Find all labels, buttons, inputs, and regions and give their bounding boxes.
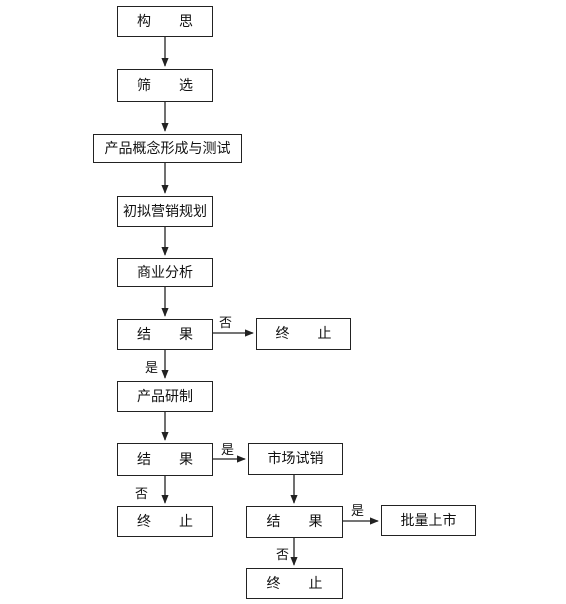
node-result-1: 结 果 [117, 319, 213, 350]
node-stop-3: 终 止 [246, 568, 343, 599]
node-screen: 筛 选 [117, 69, 213, 102]
node-launch: 批量上市 [381, 505, 476, 536]
node-development: 产品研制 [117, 381, 213, 412]
node-marketing-plan: 初拟营销规划 [117, 196, 213, 227]
node-stop-1: 终 止 [256, 318, 351, 350]
edge-label-no-3: 否 [276, 548, 290, 563]
node-business-analysis: 商业分析 [117, 258, 213, 287]
node-result-3: 结 果 [246, 506, 343, 538]
edge-label-yes-3: 是 [351, 504, 365, 519]
edge-label-no-1: 否 [219, 316, 233, 331]
node-result-2: 结 果 [117, 443, 213, 476]
node-idea: 构 思 [117, 6, 213, 37]
edge-label-yes-1: 是 [145, 361, 159, 376]
node-concept: 产品概念形成与测试 [93, 134, 242, 163]
edge-label-yes-2: 是 [221, 443, 235, 458]
edge-label-no-2: 否 [135, 487, 149, 502]
node-stop-2: 终 止 [117, 506, 213, 537]
node-test-market: 市场试销 [248, 443, 343, 475]
